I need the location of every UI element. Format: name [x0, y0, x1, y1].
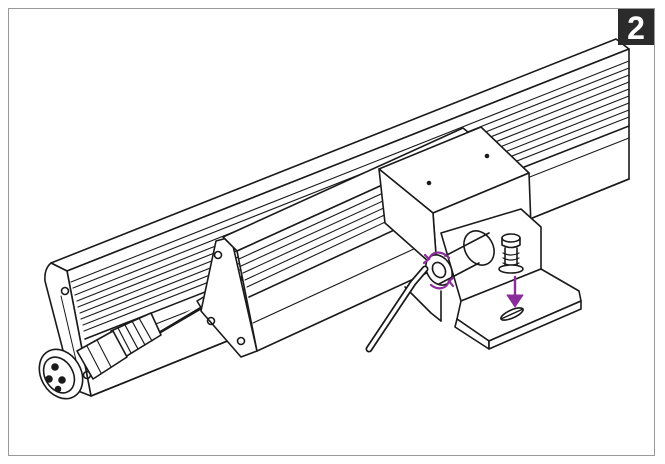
cable-connector — [38, 312, 162, 400]
hex-key-wrench — [365, 265, 429, 353]
down-arrow-icon — [506, 275, 524, 308]
illustration-frame: 2 — [8, 8, 655, 456]
rotation-arrows-icon — [422, 251, 455, 290]
fixture-installation-drawing — [38, 38, 630, 400]
pivot-knob — [425, 230, 495, 286]
bracket-bolt — [498, 233, 524, 274]
step-number-badge: 2 — [618, 9, 654, 46]
